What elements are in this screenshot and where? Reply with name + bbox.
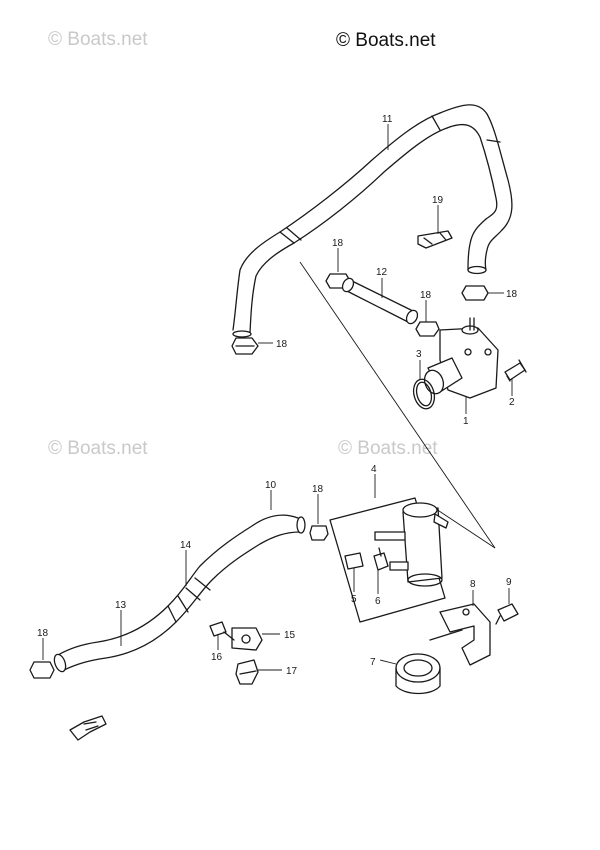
watermark-middle-left: © Boats.net — [48, 438, 148, 459]
hose-12[interactable] — [340, 276, 419, 325]
callout-1: 1 — [463, 416, 469, 427]
callout-19: 19 — [432, 195, 444, 206]
clamp-18-hose-10[interactable] — [309, 525, 329, 541]
clamp-17[interactable] — [235, 659, 259, 685]
fuel-filter-4[interactable] — [374, 502, 449, 587]
callout-9: 9 — [506, 577, 512, 588]
clamp-18-mid[interactable] — [415, 321, 440, 337]
clamp-18-lower-left[interactable] — [29, 661, 55, 679]
callout-3: 3 — [416, 349, 422, 360]
callout-7: 7 — [370, 657, 376, 668]
guide-line-lower — [429, 504, 496, 549]
callout-16: 16 — [211, 652, 223, 663]
grommet-5[interactable] — [344, 552, 364, 570]
callout-12: 12 — [376, 267, 388, 278]
hose-10-14-13[interactable] — [52, 514, 306, 673]
leader-lines — [42, 124, 513, 671]
callout-5: 5 — [351, 594, 357, 605]
callout-18-mid: 18 — [420, 290, 432, 301]
callout-11: 11 — [382, 114, 393, 125]
clamp-18-right-upper[interactable] — [461, 285, 489, 301]
callout-18-top: 18 — [332, 238, 344, 249]
copyright-notice: © Boats.net — [336, 30, 436, 51]
callout-17: 17 — [286, 666, 298, 677]
clip-19[interactable] — [417, 230, 453, 249]
watermark-top-left: © Boats.net — [48, 29, 148, 50]
callout-4: 4 — [371, 464, 377, 475]
callout-6: 6 — [375, 596, 381, 607]
callout-14: 14 — [180, 540, 192, 551]
callout-15: 15 — [284, 630, 296, 641]
bolt-2[interactable] — [504, 359, 527, 382]
callout-labels: 11 19 18 12 18 18 18 3 2 1 4 10 18 14 13… — [37, 114, 518, 677]
callout-10: 10 — [265, 480, 277, 491]
hose-11[interactable] — [232, 104, 513, 338]
callout-18-lower-left: 18 — [37, 628, 49, 639]
callout-18-right: 18 — [506, 289, 518, 300]
clamp-18-left-upper[interactable] — [231, 337, 259, 355]
clip-15[interactable] — [231, 627, 263, 651]
bolt-9[interactable] — [495, 603, 519, 625]
clip-6[interactable] — [373, 547, 389, 571]
guide-line-upper — [299, 261, 496, 549]
holder-7[interactable] — [395, 653, 441, 695]
callout-2: 2 — [509, 397, 515, 408]
watermark-middle-right: © Boats.net — [338, 438, 438, 459]
bracket-8[interactable] — [429, 603, 491, 666]
bolt-16[interactable] — [209, 621, 235, 641]
assembly-frame-4 — [329, 497, 446, 623]
callout-8: 8 — [470, 579, 476, 590]
callout-18-hose-10: 18 — [312, 484, 324, 495]
valve-body-1[interactable] — [421, 317, 499, 399]
forward-arrow-icon — [69, 715, 107, 741]
callout-13: 13 — [115, 600, 127, 611]
callout-18-left-upper: 18 — [276, 339, 288, 350]
